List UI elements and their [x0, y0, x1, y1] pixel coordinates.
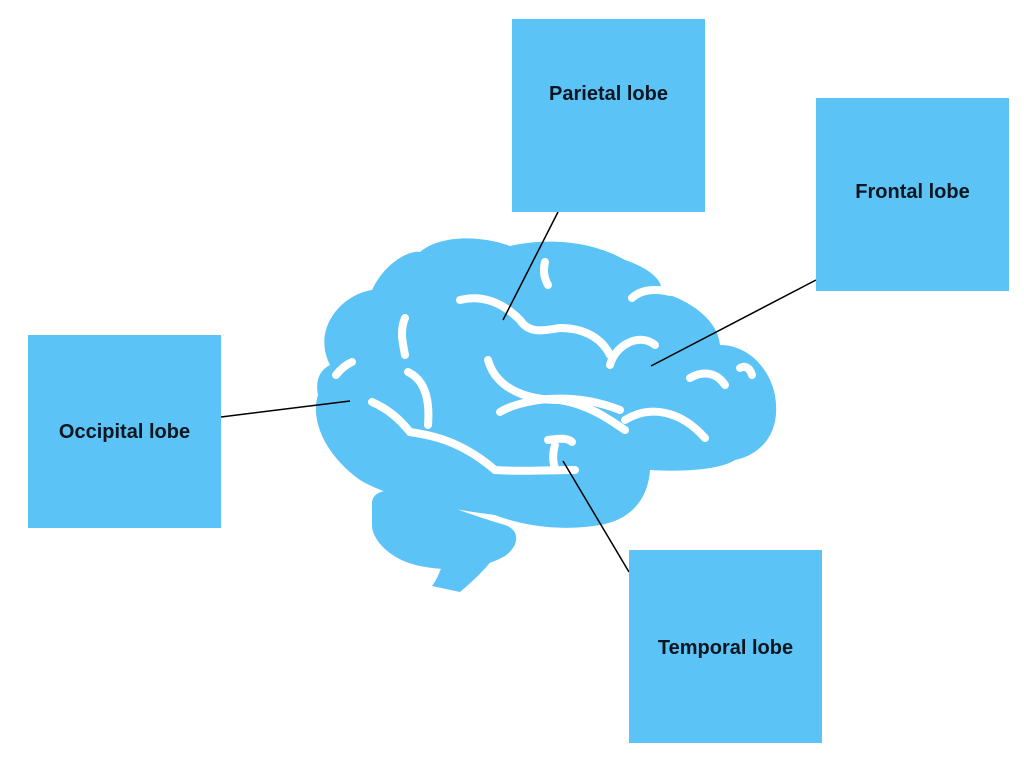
frontal-lobe-label-box: Frontal lobe [816, 98, 1009, 291]
frontal-leader-line [650, 279, 817, 367]
cerebrum-shape [315, 238, 777, 528]
parietal-leader-line [502, 211, 559, 321]
parietal-lobe-label-box: Parietal lobe [512, 19, 705, 212]
occipital-leader-line [220, 400, 351, 418]
temporal-lobe-label-box: Temporal lobe [629, 550, 822, 743]
brain-stem-shape [432, 545, 500, 592]
temporal-leader-line [562, 460, 630, 573]
leader-lines [220, 211, 817, 573]
occipital-lobe-label: Occipital lobe [58, 421, 191, 443]
temporal-lobe-label: Temporal lobe [657, 637, 794, 659]
brain-icon [315, 238, 777, 592]
brain-folds [332, 258, 756, 475]
parietal-lobe-label: Parietal lobe [549, 83, 668, 105]
occipital-lobe-label-box: Occipital lobe [28, 335, 221, 528]
frontal-lobe-label: Frontal lobe [855, 181, 970, 203]
